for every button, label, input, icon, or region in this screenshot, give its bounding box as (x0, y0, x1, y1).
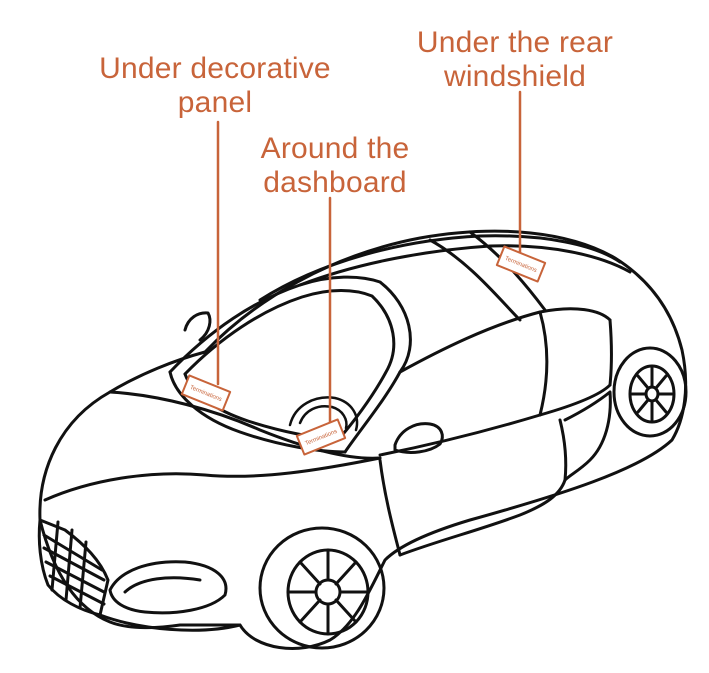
callout-line: Under decorative (99, 52, 331, 85)
leader-lines (216, 90, 522, 424)
callout-line: Under the rear (416, 26, 614, 59)
callout-line: dashboard (263, 166, 407, 199)
callout-line: panel (177, 86, 253, 119)
termination-tag-decorative-panel: Terminations (180, 374, 232, 412)
callout-dashboard: Around the dashboard (240, 132, 430, 200)
termination-tag-dashboard: Terminations (295, 418, 347, 456)
rear-wheel (612, 346, 688, 438)
callout-rear-windshield: Under the rear windshield (395, 26, 635, 94)
car-body-outline (37, 229, 688, 650)
dashboard-cluster (288, 396, 359, 432)
termination-tag-rear-windshield: Terminations (495, 245, 547, 283)
callout-line: windshield (443, 60, 587, 93)
callout-decorative-panel: Under decorative panel (80, 52, 350, 120)
front-wheel (258, 526, 386, 650)
callout-line: Around the (260, 132, 410, 165)
